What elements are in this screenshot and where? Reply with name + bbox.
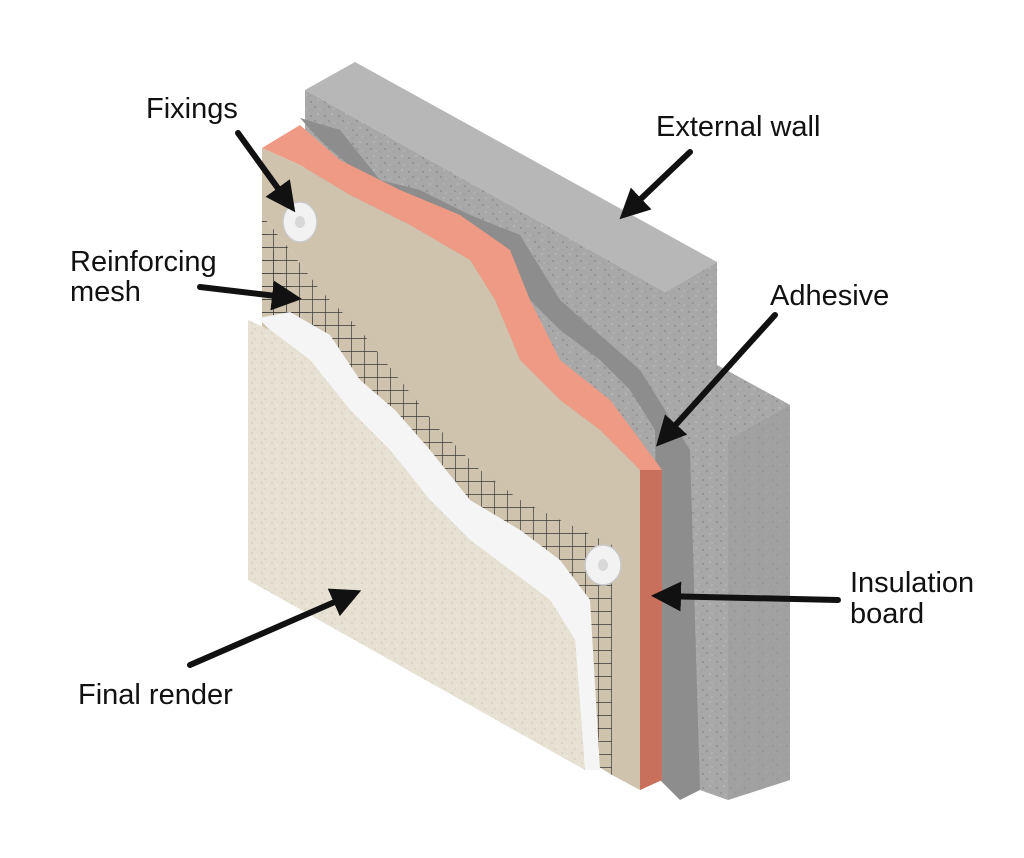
label-adhesive: Adhesive <box>770 280 890 312</box>
base-coat-layer <box>262 148 640 790</box>
arrow-external-wall <box>619 149 693 220</box>
arrow-insulation-board <box>651 581 841 612</box>
label-reinforcing-mesh-line2: mesh <box>70 276 141 308</box>
arrow-reinforcing-mesh <box>197 280 302 311</box>
label-reinforcing-mesh-line1: Reinforcing <box>70 246 217 278</box>
insulation-board <box>262 125 662 790</box>
primer-layer <box>258 312 600 770</box>
label-insulation-board-line2: board <box>850 598 925 630</box>
final-render-layer <box>248 320 585 770</box>
label-fixings: Fixings <box>146 93 238 125</box>
fixing-bottom <box>584 544 622 586</box>
label-external-wall: External wall <box>656 111 821 143</box>
label-insulation-board-line1: Insulation <box>850 567 975 599</box>
arrow-adhesive <box>655 312 778 447</box>
arrow-final-render <box>187 588 362 668</box>
arrow-fixings <box>235 130 296 213</box>
label-final-render: Final render <box>78 679 233 711</box>
fixing-top <box>282 201 318 243</box>
